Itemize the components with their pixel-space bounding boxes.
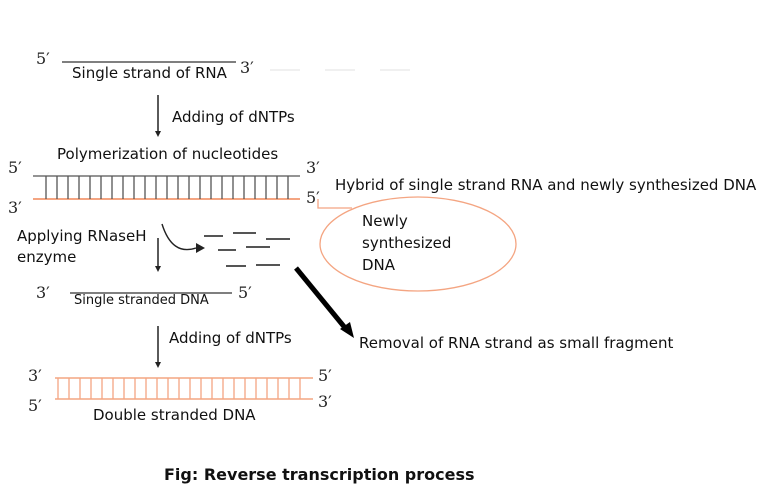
newly-label-line1: Newly	[362, 212, 408, 230]
rna-5-prime: 5′	[36, 49, 50, 68]
rnase-curved-arrow-head	[196, 243, 205, 253]
newly-label-line2: synthesized	[362, 234, 452, 252]
callout-pointer	[317, 199, 352, 209]
hybrid-3-left: 3′	[8, 198, 22, 217]
ss-dna-3-prime: 3′	[36, 283, 50, 302]
ds-5-right: 5′	[318, 366, 332, 385]
step1-label: Adding of dNTPs	[172, 108, 295, 126]
polymerization-label: Polymerization of nucleotides	[57, 145, 279, 163]
hybrid-3-right: 3′	[306, 158, 320, 177]
step3-arrow-head	[155, 362, 161, 368]
removal-label: Removal of RNA strand as small fragment	[359, 334, 674, 352]
hybrid-label: Hybrid of single strand RNA and newly sy…	[335, 176, 757, 194]
rna-strand-label: Single strand of RNA	[72, 64, 227, 82]
ss-dna-5-prime: 5′	[238, 283, 252, 302]
figure-caption: Fig: Reverse transcription process	[164, 465, 475, 484]
rnase-curved-arrow	[161, 223, 197, 251]
step1-arrow-head	[155, 131, 161, 137]
removal-arrow-head	[340, 322, 354, 338]
step2-arrow-head	[155, 266, 161, 272]
ss-dna-label: Single stranded DNA	[74, 293, 209, 308]
rna-3-prime: 3′	[240, 58, 254, 77]
hybrid-5-left: 5′	[8, 158, 22, 177]
hybrid-duplex	[33, 175, 300, 200]
double-stranded-dna	[55, 377, 313, 400]
ds-5-left: 5′	[28, 396, 42, 415]
callout-bubble	[319, 196, 517, 292]
removal-arrow-shaft	[294, 266, 348, 331]
hybrid-base-pairs	[45, 176, 289, 199]
hybrid-5-right: 5′	[306, 188, 320, 207]
rna-fragments	[204, 232, 290, 267]
ds-3-right: 3′	[318, 392, 332, 411]
rnase-label-line2: enzyme	[17, 248, 77, 266]
rnase-label-line1: Applying RNaseH	[17, 227, 147, 245]
dsdna-base-pairs	[57, 378, 301, 399]
ds-3-left: 3′	[28, 366, 42, 385]
step2-label: Adding of dNTPs	[169, 329, 292, 347]
ds-dna-label: Double stranded DNA	[93, 406, 256, 424]
newly-label-line3: DNA	[362, 256, 396, 274]
